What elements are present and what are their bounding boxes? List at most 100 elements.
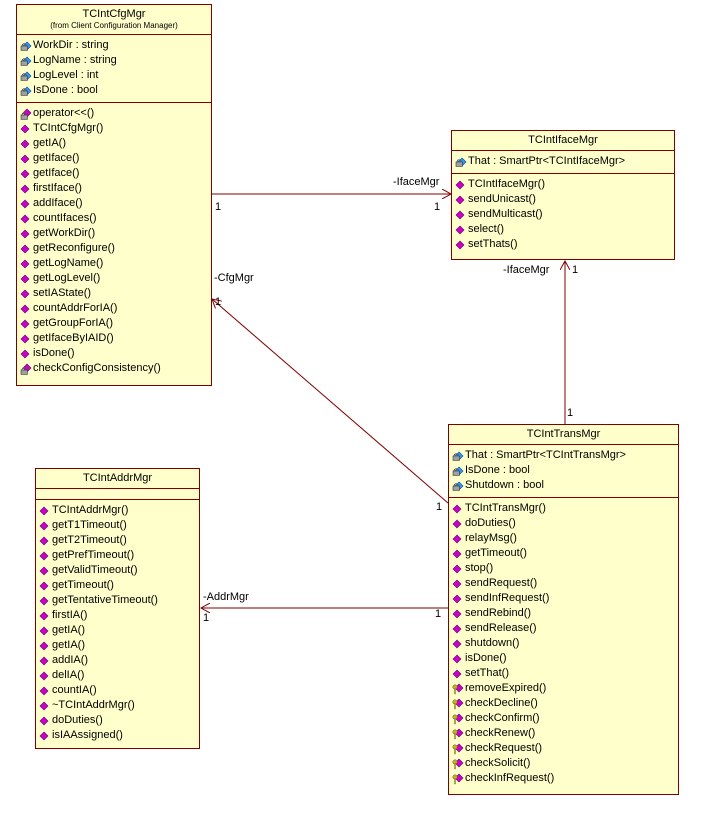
member-label: checkSolicit() xyxy=(465,757,531,769)
attribute-item[interactable]: IsDone : bool xyxy=(451,463,678,478)
member-label: That : SmartPtr<TCIntIfaceMgr> xyxy=(468,155,626,167)
operation-item[interactable]: countAddrForIA() xyxy=(19,301,211,316)
member-label: getIface() xyxy=(33,167,80,179)
operation-item[interactable]: TCIntTransMgr() xyxy=(451,501,678,516)
operation-item[interactable]: sendRequest() xyxy=(451,576,678,591)
public-operation-icon xyxy=(19,183,33,195)
operation-item[interactable]: getIA() xyxy=(38,623,199,638)
operation-list: TCIntIfaceMgr()sendUnicast()sendMulticas… xyxy=(452,174,674,256)
operation-item[interactable]: setThat() xyxy=(451,666,678,681)
operation-item[interactable]: checkConfigConsistency() xyxy=(19,361,211,376)
attribute-item[interactable]: LogName : string xyxy=(19,53,211,68)
operation-item[interactable]: getLogName() xyxy=(19,256,211,271)
operation-item[interactable]: getIA() xyxy=(19,136,211,151)
operation-item[interactable]: isDone() xyxy=(451,651,678,666)
public-operation-icon xyxy=(19,213,33,225)
operation-item[interactable]: checkRenew() xyxy=(451,726,678,741)
operation-item[interactable]: sendMulticast() xyxy=(454,207,674,222)
class-name: TCIntAddrMgr xyxy=(82,472,153,484)
member-label: That : SmartPtr<TCIntTransMgr> xyxy=(465,449,626,461)
class-tcintaddrmgr[interactable]: TCIntAddrMgr TCIntAddrMgr()getT1Timeout(… xyxy=(35,468,200,749)
operation-item[interactable]: firstIface() xyxy=(19,181,211,196)
member-label: TCIntTransMgr() xyxy=(465,502,546,514)
operation-item[interactable]: relayMsg() xyxy=(451,531,678,546)
attribute-item[interactable]: That : SmartPtr<TCIntIfaceMgr> xyxy=(454,154,674,169)
operation-item[interactable]: getTentativeTimeout() xyxy=(38,593,199,608)
public-operation-icon xyxy=(38,580,52,592)
operation-item[interactable]: isDone() xyxy=(19,346,211,361)
operation-item[interactable]: shutdown() xyxy=(451,636,678,651)
assoc-trans-cfg-line[interactable] xyxy=(212,299,449,504)
public-operation-icon xyxy=(451,593,465,605)
operation-item[interactable]: getWorkDir() xyxy=(19,226,211,241)
operation-item[interactable]: getGroupForIA() xyxy=(19,316,211,331)
operation-item[interactable]: sendInfRequest() xyxy=(451,591,678,606)
operation-item[interactable]: ~TCIntAddrMgr() xyxy=(38,698,199,713)
member-label: isDone() xyxy=(465,652,507,664)
operation-item[interactable]: TCIntIfaceMgr() xyxy=(454,177,674,192)
operation-item[interactable]: getLogLevel() xyxy=(19,271,211,286)
operation-item[interactable]: TCIntCfgMgr() xyxy=(19,121,211,136)
class-tcintifacemgr[interactable]: TCIntIfaceMgr That : SmartPtr<TCIntIface… xyxy=(451,130,675,260)
operation-item[interactable]: checkSolicit() xyxy=(451,756,678,771)
operation-item[interactable]: removeExpired() xyxy=(451,681,678,696)
operation-item[interactable]: operator<<() xyxy=(19,106,211,121)
operation-item[interactable]: checkRequest() xyxy=(451,741,678,756)
operation-item[interactable]: setIAState() xyxy=(19,286,211,301)
operation-item[interactable]: getValidTimeout() xyxy=(38,563,199,578)
operation-item[interactable]: countIA() xyxy=(38,683,199,698)
member-label: TCIntCfgMgr() xyxy=(33,122,104,134)
public-operation-icon xyxy=(19,303,33,315)
operation-item[interactable]: checkInfRequest() xyxy=(451,771,678,786)
operation-item[interactable]: getTimeout() xyxy=(38,578,199,593)
member-label: getTentativeTimeout() xyxy=(52,594,158,606)
operation-item[interactable]: getIfaceByIAID() xyxy=(19,331,211,346)
public-operation-icon xyxy=(451,533,465,545)
attribute-item[interactable]: IsDone : bool xyxy=(19,83,211,98)
assoc-trans-addr-mult-source: 1 xyxy=(435,608,442,620)
operation-item[interactable]: getIA() xyxy=(38,638,199,653)
operation-item[interactable]: countIfaces() xyxy=(19,211,211,226)
member-label: checkRenew() xyxy=(465,727,536,739)
operation-item[interactable]: getPrefTimeout() xyxy=(38,548,199,563)
operation-item[interactable]: stop() xyxy=(451,561,678,576)
operation-item[interactable]: getT1Timeout() xyxy=(38,518,199,533)
attribute-item[interactable]: WorkDir : string xyxy=(19,38,211,53)
operation-item[interactable]: setThats() xyxy=(454,237,674,252)
operation-item[interactable]: doDuties() xyxy=(451,516,678,531)
protected-operation-icon xyxy=(451,713,465,725)
public-operation-icon xyxy=(454,209,468,221)
attribute-item[interactable]: That : SmartPtr<TCIntTransMgr> xyxy=(451,448,678,463)
member-label: checkConfirm() xyxy=(465,712,540,724)
operation-item[interactable]: sendRelease() xyxy=(451,621,678,636)
operation-item[interactable]: firstIA() xyxy=(38,608,199,623)
operation-item[interactable]: TCIntAddrMgr() xyxy=(38,503,199,518)
member-label: doDuties() xyxy=(465,517,516,529)
operation-item[interactable]: getIface() xyxy=(19,151,211,166)
operation-item[interactable]: checkConfirm() xyxy=(451,711,678,726)
operation-item[interactable]: select() xyxy=(454,222,674,237)
class-tcinttransmgr[interactable]: TCIntTransMgr That : SmartPtr<TCIntTrans… xyxy=(448,424,679,795)
operation-item[interactable]: sendRebind() xyxy=(451,606,678,621)
operation-item[interactable]: getTimeout() xyxy=(451,546,678,561)
operation-item[interactable]: addIface() xyxy=(19,196,211,211)
attribute-item[interactable]: Shutdown : bool xyxy=(451,478,678,493)
attribute-item[interactable]: LogLevel : int xyxy=(19,68,211,83)
operation-item[interactable]: getT2Timeout() xyxy=(38,533,199,548)
operation-item[interactable]: getReconfigure() xyxy=(19,241,211,256)
operation-item[interactable]: checkDecline() xyxy=(451,696,678,711)
operation-item[interactable]: doDuties() xyxy=(38,713,199,728)
operation-item[interactable]: getIface() xyxy=(19,166,211,181)
operation-item[interactable]: delIA() xyxy=(38,668,199,683)
operation-item[interactable]: sendUnicast() xyxy=(454,192,674,207)
class-tcintcfgmgr[interactable]: TCIntCfgMgr (from Client Configuration M… xyxy=(16,4,212,386)
private-attribute-icon xyxy=(19,70,33,82)
public-operation-icon xyxy=(19,348,33,360)
operation-item[interactable]: addIA() xyxy=(38,653,199,668)
public-operation-icon xyxy=(19,228,33,240)
public-operation-icon xyxy=(38,505,52,517)
operation-item[interactable]: isIAAssigned() xyxy=(38,728,199,743)
public-operation-icon xyxy=(19,153,33,165)
protected-operation-icon xyxy=(451,758,465,770)
